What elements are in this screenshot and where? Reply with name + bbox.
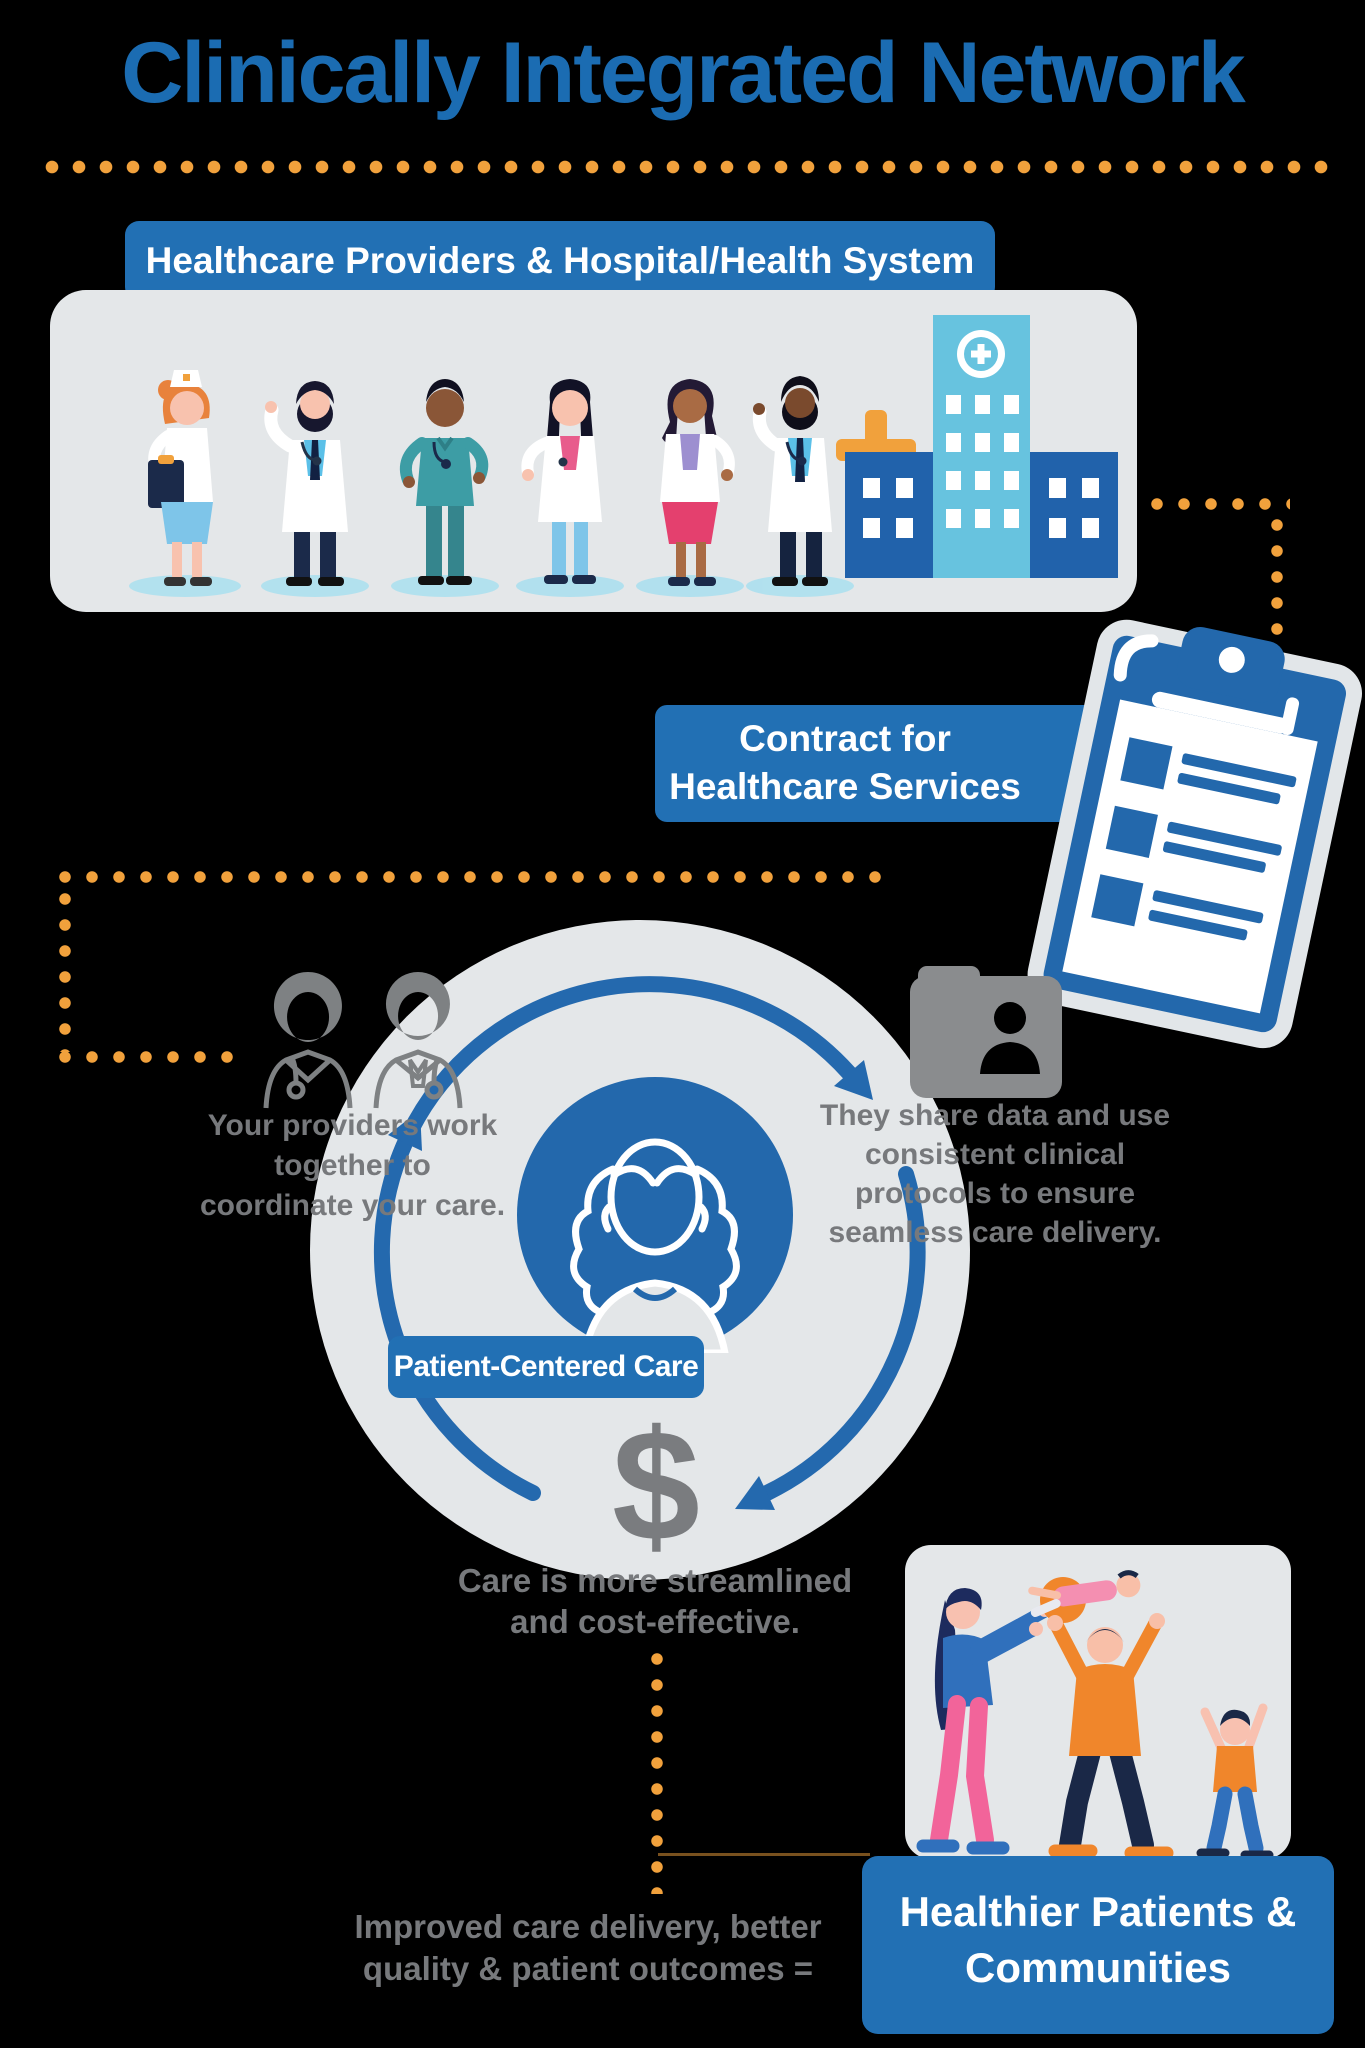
connector-dots-bottom-vertical bbox=[650, 1652, 664, 1894]
doctor-male-figure bbox=[264, 381, 348, 586]
connector-line-bottom bbox=[658, 1853, 870, 1856]
father-and-baby-figure bbox=[1028, 1570, 1174, 1860]
cycle-left-line3: coordinate your care. bbox=[199, 1189, 506, 1222]
cycle-bottom-text: Care is more streamlined and cost-effect… bbox=[455, 1560, 855, 1642]
cycle-right-line2: consistent clinical bbox=[864, 1138, 1126, 1171]
providers-illustration bbox=[129, 315, 1118, 597]
family-illustration bbox=[905, 1540, 1297, 1867]
folder-person-icon bbox=[910, 966, 1062, 1103]
title-dotted-divider bbox=[45, 160, 1337, 174]
cycle-bottom-line1: Care is more streamlined bbox=[457, 1562, 853, 1599]
connector-dots-left-horizontal2 bbox=[58, 1050, 243, 1064]
providers-banner: Healthcare Providers & Hospital/Health S… bbox=[125, 221, 995, 301]
healthier-banner: Healthier Patients & Communities bbox=[862, 1856, 1334, 2034]
arc-right bbox=[759, 1166, 926, 1501]
arrowhead-bottom-icon bbox=[735, 1476, 775, 1510]
boy-figure bbox=[1196, 1703, 1274, 1860]
contract-banner: Contract for Healthcare Services bbox=[655, 705, 1105, 822]
contract-banner-line2: Healthcare Services bbox=[669, 766, 1021, 807]
arrowhead-left-icon bbox=[388, 1110, 422, 1151]
doctor-scrubs-figure bbox=[399, 379, 489, 585]
clipboard-icon bbox=[1025, 618, 1365, 1073]
cycle-right-line1: They share data and use bbox=[819, 1099, 1171, 1132]
dollar-sign-icon: $ bbox=[612, 1398, 700, 1574]
contract-banner-line1: Contract for bbox=[739, 718, 951, 759]
doctor-male2-figure bbox=[752, 376, 832, 586]
connector-dots-left-vertical bbox=[58, 892, 72, 1052]
nurse-figure bbox=[148, 370, 213, 586]
page-title: Clinically Integrated Network bbox=[121, 25, 1245, 121]
arrowhead-top-icon bbox=[834, 1060, 873, 1100]
outcome-line1: Improved care delivery, better bbox=[354, 1908, 822, 1945]
providers-panel bbox=[50, 290, 1137, 612]
patient-icon bbox=[517, 1077, 793, 1358]
healthier-banner-line2: Communities bbox=[964, 1944, 1232, 1991]
doctor-female2-figure bbox=[660, 379, 735, 586]
connector-dots-top-right-horizontal bbox=[1150, 497, 1290, 511]
patient-centered-care-banner: Patient-Centered Care bbox=[388, 1336, 704, 1398]
cycle-bottom-line2: and cost-effective. bbox=[510, 1603, 800, 1640]
cycle-right-text: They share data and use consistent clini… bbox=[795, 1096, 1195, 1252]
cycle-right-line4: seamless care delivery. bbox=[828, 1216, 1162, 1249]
doctor-female-figure bbox=[521, 379, 602, 584]
connector-dots-top-right-vertical bbox=[1270, 518, 1284, 676]
cycle-right-line3: protocols to ensure bbox=[854, 1177, 1136, 1210]
cycle-left-text: Your providers work together to coordina… bbox=[165, 1106, 540, 1226]
hospital-icon bbox=[845, 315, 1118, 578]
cycle-left-line1: Your providers work bbox=[207, 1109, 498, 1142]
healthier-banner-line1: Healthier Patients & bbox=[899, 1888, 1297, 1935]
connector-dots-left-horizontal bbox=[58, 870, 894, 884]
cycle-left-line2: together to bbox=[274, 1149, 431, 1182]
outcome-text: Improved care delivery, better quality &… bbox=[288, 1906, 888, 1990]
outcome-line2: quality & patient outcomes = bbox=[362, 1950, 814, 1987]
doctors-duo-icon bbox=[246, 960, 464, 1117]
floor-shadows bbox=[129, 575, 854, 597]
